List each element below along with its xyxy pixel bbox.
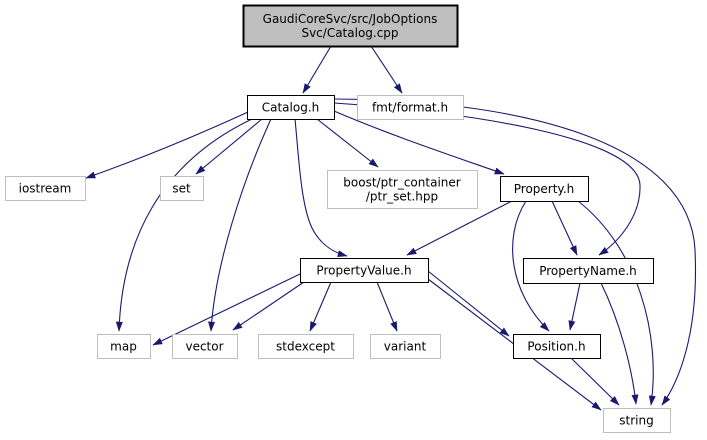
edge-propertyname-h-to-string: [600, 282, 639, 405]
edge-property-h-to-position-h: [512, 200, 550, 332]
node-label: Catalog.h: [262, 101, 320, 115]
node-box[interactable]: [246, 94, 336, 121]
edge-catalog-h-to-property-h: [333, 110, 505, 175]
node-fmt-format-h: fmt/format.h: [357, 95, 464, 120]
node-label: vector: [185, 340, 223, 354]
edge-position-h-to-string: [570, 357, 620, 406]
edge-property-h-to-propertyname-h: [551, 200, 578, 256]
node-box: [160, 176, 204, 201]
node-label: PropertyValue.h: [316, 264, 411, 278]
node-label: GaudiCoreSvc/src/JobOptions: [263, 12, 438, 26]
node-label: Svc/Catalog.cpp: [301, 26, 398, 40]
edge-catalog-cpp-to-catalog-h: [302, 45, 332, 94]
node-stdexcept: stdexcept: [258, 334, 354, 359]
node-box[interactable]: [299, 257, 430, 284]
node-label: iostream: [19, 182, 72, 196]
edge-catalog-h-to-boost-ptr-set: [316, 118, 379, 168]
node-string: string: [603, 408, 671, 433]
edge-propertyvalue-h-to-position-h: [427, 270, 510, 337]
edge-catalog-cpp-to-fmt-format-h: [370, 45, 403, 94]
node-box[interactable]: [512, 333, 602, 360]
node-box[interactable]: [522, 257, 655, 285]
node-box: [603, 408, 671, 433]
node-label: Property.h: [514, 182, 575, 196]
edge-catalog-h-to-propertyvalue-h: [294, 118, 348, 257]
edge-propertyvalue-h-to-stdexcept: [309, 281, 332, 332]
node-position-h[interactable]: Position.h: [512, 333, 602, 360]
edge-propertyvalue-h-to-variant: [376, 281, 398, 332]
node-box: [258, 334, 354, 359]
edge-propertyname-h-to-position-h: [568, 282, 581, 331]
node-iostream: iostream: [5, 176, 86, 201]
edge-property-h-to-propertyvalue-h: [406, 200, 513, 256]
node-catalog-h[interactable]: Catalog.h: [246, 94, 336, 121]
node-catalog-cpp: GaudiCoreSvc/src/JobOptionsSvc/Catalog.c…: [242, 4, 459, 48]
node-box: [357, 95, 464, 120]
edge-catalog-h-to-map: [115, 118, 253, 332]
edge-propertyvalue-h-to-vector: [232, 281, 305, 331]
node-map: map: [97, 334, 151, 359]
node-label: stdexcept: [276, 340, 335, 354]
node-label: variant: [384, 340, 427, 354]
node-label: PropertyName.h: [539, 264, 637, 278]
node-box: [97, 334, 151, 359]
node-set: set: [160, 176, 204, 201]
node-box: [5, 176, 86, 201]
node-label: set: [172, 182, 191, 196]
edge-catalog-h-to-iostream: [85, 111, 249, 179]
node-box[interactable]: [499, 175, 590, 203]
node-box: [172, 334, 238, 359]
node-label: string: [619, 414, 653, 428]
node-label: fmt/format.h: [372, 101, 448, 115]
node-label: /ptr_set.hpp: [366, 190, 438, 204]
node-box: [242, 4, 459, 48]
node-variant: variant: [370, 334, 441, 359]
node-label: Position.h: [527, 340, 585, 354]
node-box: [327, 170, 478, 209]
edge-catalog-h-to-string: [333, 98, 697, 406]
node-boost-ptr-set: boost/ptr_container/ptr_set.hpp: [327, 170, 478, 209]
node-label: map: [110, 340, 137, 354]
node-propertyvalue-h[interactable]: PropertyValue.h: [299, 257, 430, 284]
edge-property-h-to-string: [577, 200, 656, 406]
edge-catalog-h-to-set: [195, 118, 263, 175]
node-vector: vector: [172, 334, 238, 359]
edge-catalog-h-to-vector: [208, 118, 272, 332]
node-label: boost/ptr_container: [343, 176, 460, 190]
node-box: [370, 334, 441, 359]
node-propertyname-h[interactable]: PropertyName.h: [522, 257, 655, 285]
edge-propertyvalue-h-to-map: [152, 273, 301, 346]
node-property-h[interactable]: Property.h: [499, 175, 590, 203]
